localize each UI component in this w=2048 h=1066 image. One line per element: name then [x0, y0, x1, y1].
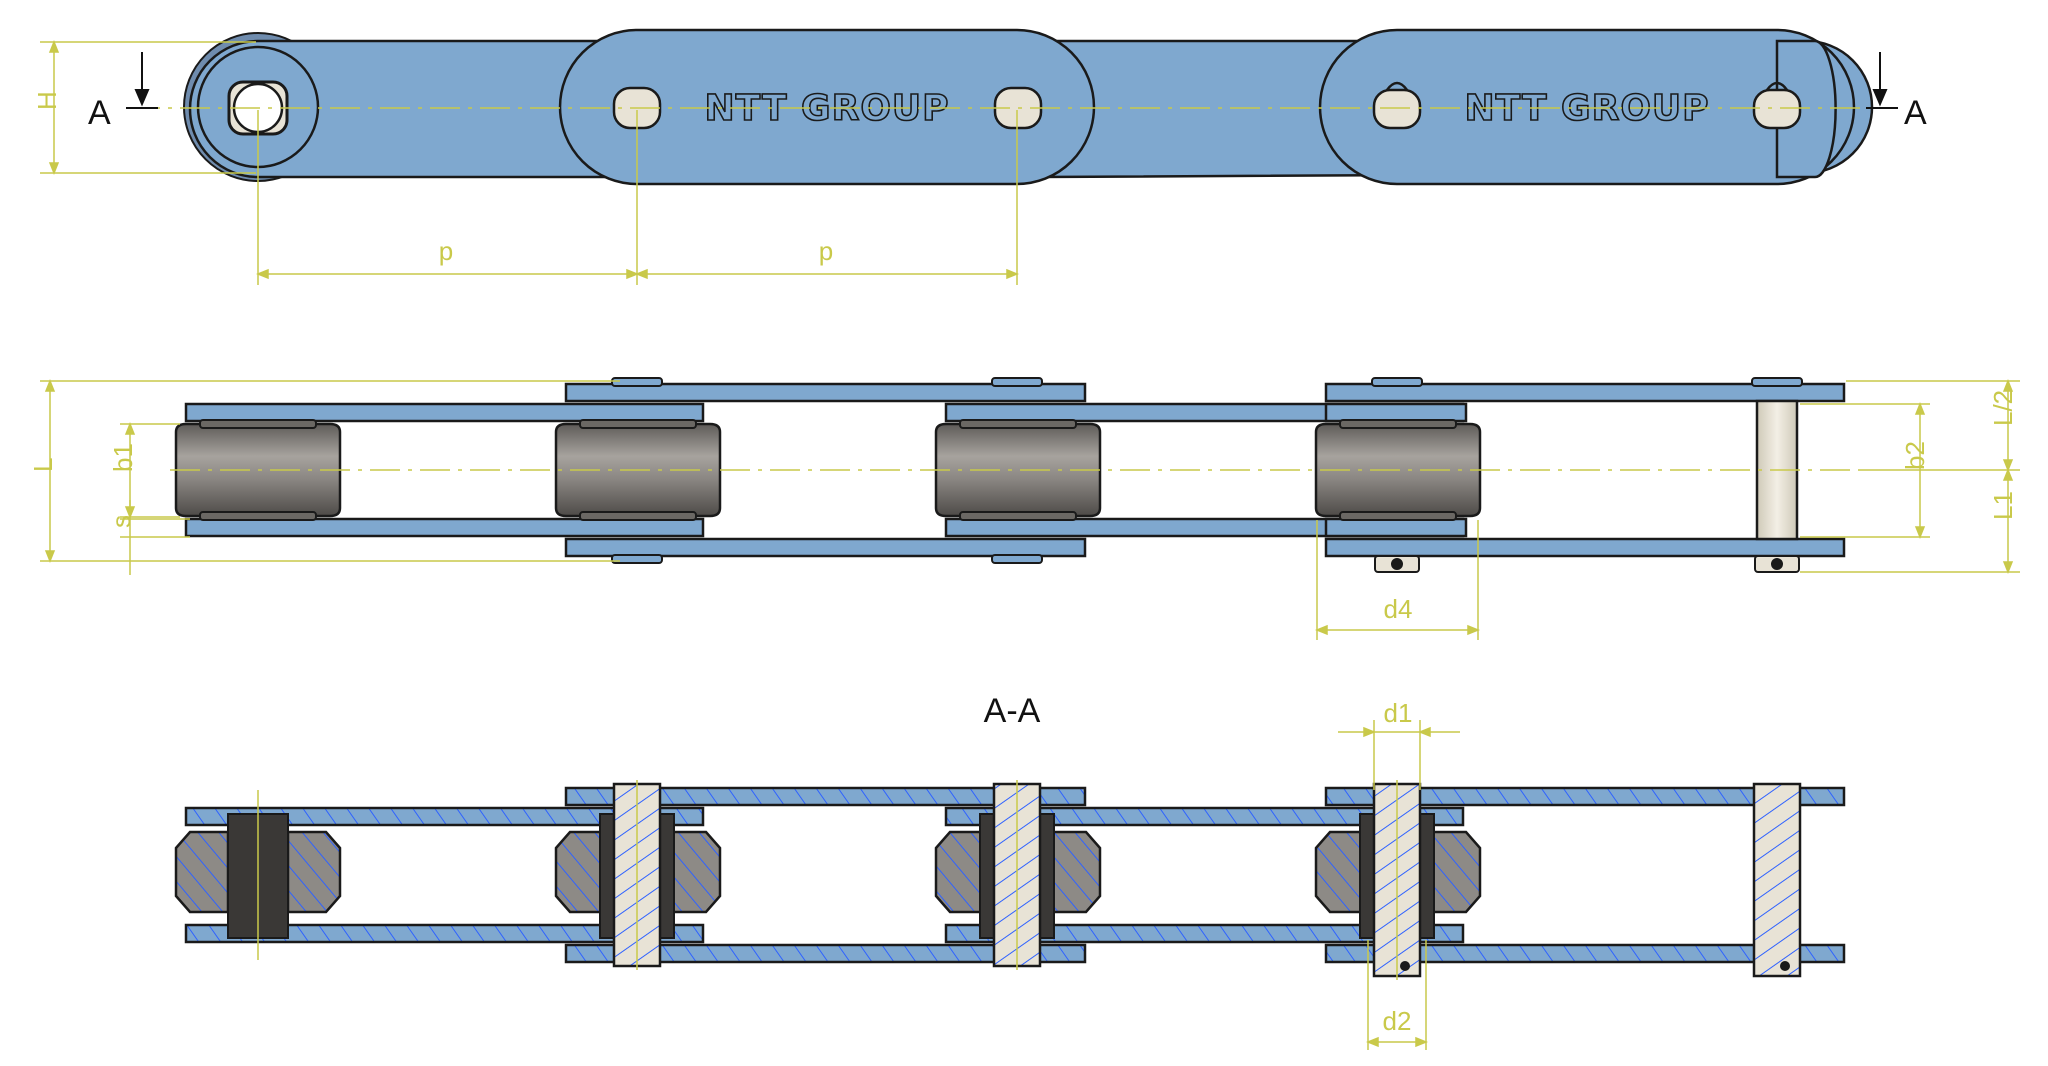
section-arrow-right [1866, 52, 1898, 109]
dim-d4 [1314, 520, 1481, 640]
dim-d2 [1365, 940, 1429, 1050]
top-view-cotter-pins [1374, 555, 1800, 573]
dim-p1-label: p [439, 236, 453, 266]
section-view: d1 d2 [174, 698, 1846, 1050]
dim-L-half-label: L/2 [1988, 390, 2018, 426]
section-inner-plates [184, 806, 1465, 944]
dim-d2-label: d2 [1383, 1006, 1412, 1036]
top-view: L b1 s b2 [28, 377, 2020, 640]
section-cotter-holes [1400, 961, 1790, 971]
dim-s-label: s [106, 515, 136, 528]
section-centerlines [257, 780, 1398, 980]
section-title: A-A [984, 692, 1041, 730]
side-view-link-plates [558, 28, 1856, 186]
dim-L1-label: L1 [1988, 491, 2018, 520]
top-view-inner-plates [184, 402, 1468, 538]
dim-L-label: L [28, 458, 58, 472]
section-bushings [227, 813, 1435, 939]
dim-b2-label: b2 [1900, 441, 1930, 470]
top-view-pin-heads [611, 377, 1803, 564]
dim-L [40, 378, 620, 564]
dim-d1 [1338, 720, 1460, 790]
section-marker-left: A [88, 94, 111, 132]
section-rollers [174, 830, 1482, 914]
dim-H-label: H [32, 91, 62, 110]
section-marker-right: A [1904, 94, 1927, 132]
dim-d1-label: d1 [1384, 698, 1413, 728]
dim-L-half-L1 [1800, 378, 2020, 575]
dim-H [40, 39, 256, 176]
top-view-outer-plates [564, 382, 1846, 558]
dim-d4-label: d4 [1384, 594, 1413, 624]
dim-s [120, 500, 190, 575]
dim-b1-label: b1 [108, 443, 138, 472]
section-arrow-left [126, 52, 158, 109]
side-view: NTT GROUP NTT GROUP A A H [32, 28, 1927, 285]
section-outer-plates [564, 786, 1846, 964]
top-view-roller-flanges [199, 419, 1457, 521]
dim-p2-label: p [819, 236, 833, 266]
dim-p [255, 110, 1020, 285]
